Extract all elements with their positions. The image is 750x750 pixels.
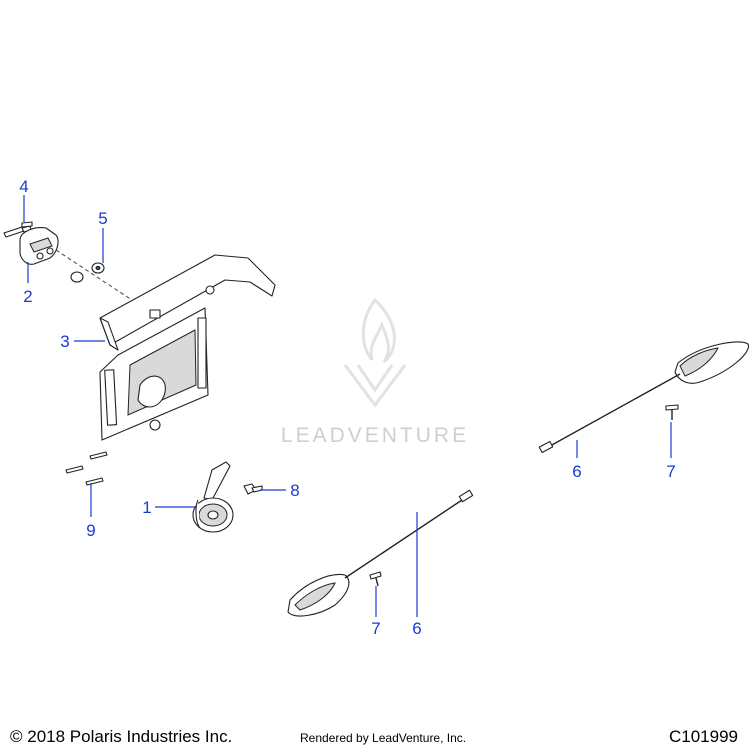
callout-4[interactable]: 4 xyxy=(19,177,28,196)
callout-7-right[interactable]: 7 xyxy=(666,462,675,481)
callout-9[interactable]: 9 xyxy=(86,521,95,540)
callout-labels: 4 5 2 3 1 8 9 6 7 7 6 xyxy=(19,177,675,638)
callout-1[interactable]: 1 xyxy=(142,498,151,517)
part-nuts xyxy=(70,262,105,283)
part-clamp-assembly xyxy=(3,221,59,265)
drawing-id: C101999 xyxy=(668,727,738,746)
part-horn xyxy=(192,461,234,533)
leadventure-watermark: LEADVENTURE xyxy=(281,297,469,447)
part-turn-signal-left xyxy=(287,489,474,617)
part-bolts xyxy=(65,451,108,486)
rendered-by-text: Rendered by LeadVenture, Inc. xyxy=(300,731,467,745)
part-horn-bolt xyxy=(243,483,263,495)
assembly-guide-line xyxy=(55,249,136,303)
callout-7-left[interactable]: 7 xyxy=(371,619,380,638)
part-screw-right xyxy=(665,404,679,420)
part-screw-left xyxy=(369,571,382,587)
flame-logo-icon xyxy=(343,297,407,408)
callout-6-left[interactable]: 6 xyxy=(412,619,421,638)
part-bracket xyxy=(99,254,276,441)
callout-6-right[interactable]: 6 xyxy=(572,462,581,481)
callout-2[interactable]: 2 xyxy=(23,287,32,306)
callout-3[interactable]: 3 xyxy=(60,332,69,351)
watermark-text: LEADVENTURE xyxy=(281,424,469,447)
copyright-text: © 2018 Polaris Industries Inc. xyxy=(10,727,233,746)
leader-lines xyxy=(23,195,672,617)
callout-5[interactable]: 5 xyxy=(98,209,107,228)
callout-8[interactable]: 8 xyxy=(290,481,299,500)
part-turn-signal-right xyxy=(538,341,749,454)
